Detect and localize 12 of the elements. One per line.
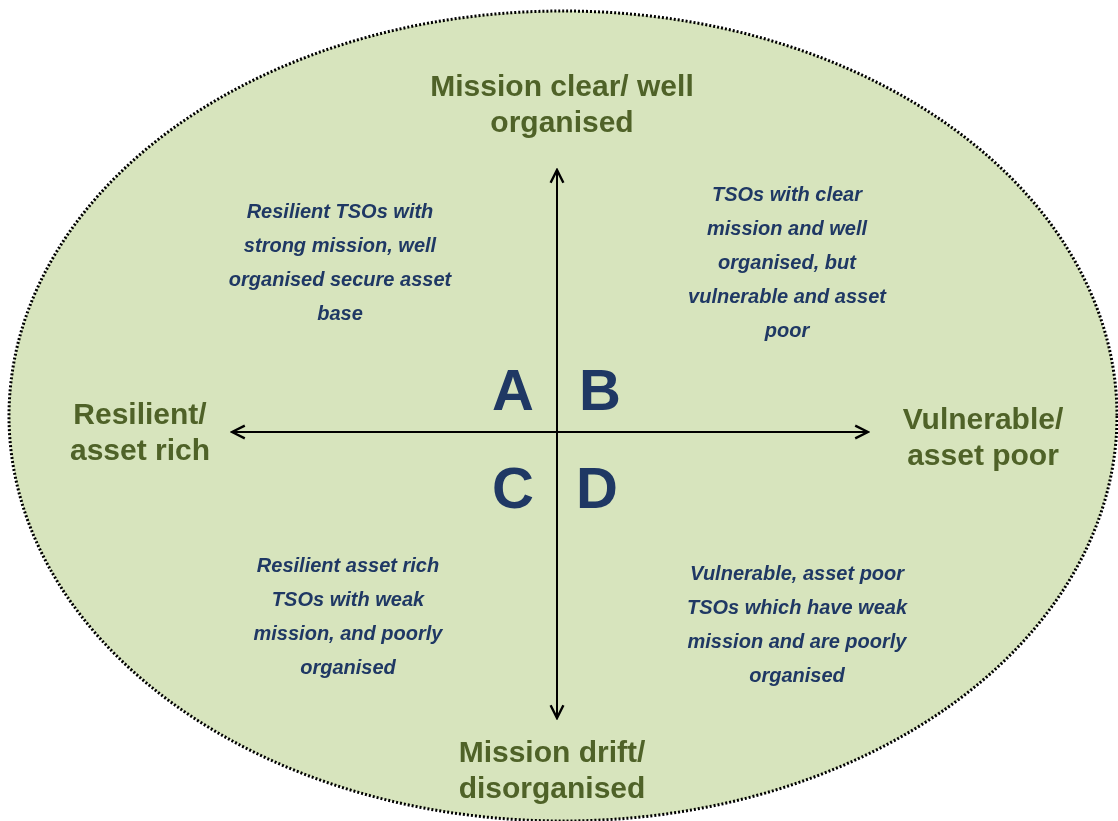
quadrant-description: Resilient asset rich TSOs with weak mission, and poorly organised [252,553,444,680]
axis-label: Mission clear/ well organised [429,68,695,140]
axis-label: Resilient/ asset rich [68,396,212,468]
quadrant-letter: C [492,456,534,520]
quadrant-letter: D [576,456,618,520]
quadrant-description: TSOs with clear mission and well organised, but vulnerable and asset poor [687,182,888,343]
quadrant-letter: B [579,358,621,422]
axis-label: Mission drift/ disorganised [457,734,647,806]
axis-label: Vulnerable/ asset poor [901,401,1065,473]
quadrant-letter: A [492,358,534,422]
quadrant-description: Vulnerable, asset poor TSOs which have weak mission and are poorly organised [685,561,909,688]
quadrant-description: Resilient TSOs with strong mission, well organised secure asset base [227,199,453,326]
